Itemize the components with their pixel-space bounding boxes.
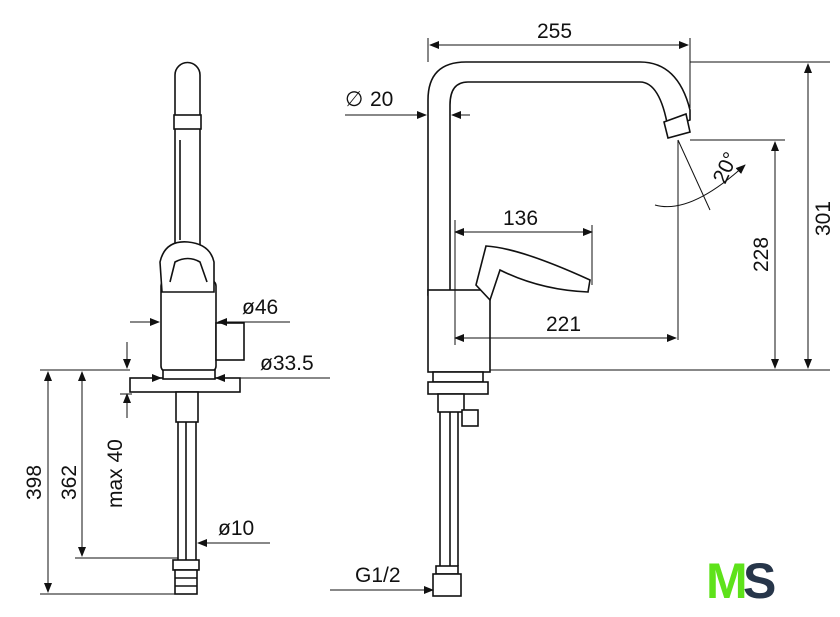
dim-reach-221: 221: [546, 313, 581, 336]
dim-height-228: 228: [750, 237, 773, 272]
dim-height-362: 362: [58, 465, 81, 500]
dim-dia-33-5: ø33.5: [260, 352, 314, 375]
faucet-front-view: [427, 61, 691, 597]
logo-letter-m: M: [706, 553, 748, 609]
dim-dia-20: 20: [370, 88, 393, 111]
ms-logo: M S: [706, 553, 776, 609]
faucet-side-view: [129, 61, 245, 595]
dim-dia-10: ø10: [218, 517, 254, 540]
dim-angle-20: 20°: [709, 149, 743, 188]
dim-dia-46: ø46: [242, 296, 278, 319]
dim-max-40: max 40: [104, 439, 127, 508]
dim-height-398: 398: [23, 465, 46, 500]
dim-reach-136: 136: [503, 207, 538, 230]
dimension-lines: [40, 38, 830, 595]
dim-width-255: 255: [537, 20, 572, 43]
dia-symbol: ∅: [345, 88, 363, 111]
dim-height-301: 301: [812, 201, 835, 236]
logo-letter-s: S: [743, 553, 776, 609]
dim-thread-g12: G1/2: [355, 564, 401, 587]
